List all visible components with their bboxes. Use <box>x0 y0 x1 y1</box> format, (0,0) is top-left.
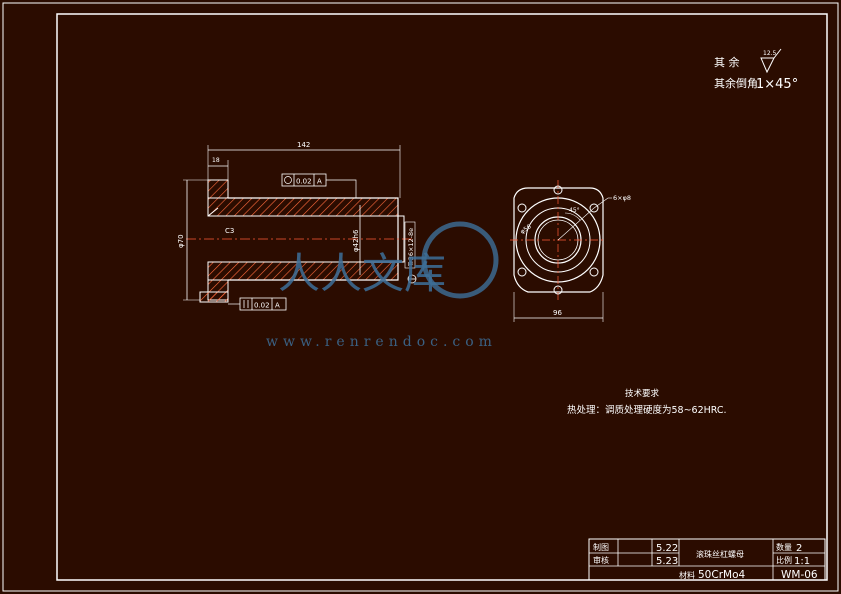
flange-outline <box>513 187 604 293</box>
dim-flange-width: 18 <box>212 157 220 164</box>
check-label: 审核 <box>593 555 609 565</box>
tolerance-top-datum: A <box>317 178 322 186</box>
watermark: 人人文库 www.renrendoc.com <box>266 221 499 350</box>
chamfer-label: C3 <box>225 227 234 235</box>
title-block: 制图 5.22 审核 5.23 滚珠丝杠螺母 数量 2 比例 1:1 材料 50… <box>588 538 826 581</box>
draw-date: 5.22 <box>656 543 678 554</box>
bolt-hole <box>553 285 563 295</box>
tech-title: 技术要求 <box>625 388 660 399</box>
scale-value: 1:1 <box>794 556 810 567</box>
bolt-hole <box>517 203 527 213</box>
watermark-logo-icon <box>421 221 499 299</box>
qty-value: 2 <box>796 543 802 554</box>
pcd-label: φ56 <box>519 223 533 235</box>
bolt-hole <box>589 267 599 277</box>
side-section-view: 142 18 φ70 φ42h6 Tr36×12-8e C3 0.02 A <box>177 141 417 311</box>
tolerance-frame-bottom: 0.02 A <box>228 297 287 311</box>
note-other-label: 其 余 <box>714 55 740 69</box>
draw-label: 制图 <box>593 542 609 552</box>
flange-base <box>199 291 229 303</box>
scale-label: 比例 <box>776 555 792 565</box>
tech-line: 热处理：调质处理硬度为58~62HRC. <box>567 404 727 416</box>
technical-requirements: 技术要求 热处理：调质处理硬度为58~62HRC. <box>567 388 727 416</box>
roughness-value: 12.5 <box>763 50 777 57</box>
dim-bore: φ42h6 <box>352 229 360 252</box>
tolerance-bottom-datum: A <box>275 302 280 310</box>
tolerance-top-value: 0.02 <box>296 178 312 186</box>
dim-outer-diameter: φ70 <box>177 234 185 248</box>
hole-callout: 6×φ8 <box>613 194 631 202</box>
concentricity-icon <box>284 176 292 184</box>
dim-width: 96 <box>553 309 562 317</box>
watermark-url: www.renrendoc.com <box>266 334 497 350</box>
tolerance-bottom-value: 0.02 <box>254 302 270 310</box>
dim-thread: Tr36×12-8e <box>407 228 415 267</box>
flange-top <box>207 179 229 199</box>
dim-overall-length: 142 <box>297 141 310 149</box>
note-chamfer-label: 其余倒角 <box>714 76 758 90</box>
note-chamfer-value: 1×45° <box>756 77 798 92</box>
qty-label: 数量 <box>776 542 792 552</box>
material-label: 材料 <box>679 570 695 580</box>
wall-top <box>207 197 399 217</box>
roughness-symbol-icon <box>760 48 782 74</box>
bolt-hole <box>589 203 599 213</box>
material-value: 50CrMo4 <box>698 569 745 581</box>
bolt-hole <box>517 267 527 277</box>
bolt-hole <box>553 185 563 195</box>
watermark-logo-text: 人人文库 <box>278 249 446 298</box>
part-name: 滚珠丝杠螺母 <box>696 549 744 559</box>
check-date: 5.23 <box>656 556 678 567</box>
general-notes: 其 余 12.5 其余倒角 1×45° <box>714 48 798 92</box>
angle-label: 45° <box>569 207 580 214</box>
inner-border <box>56 13 828 581</box>
drawing-number: WM-06 <box>781 569 818 581</box>
tolerance-frame-top: 0.02 A <box>281 173 357 198</box>
end-view: 6×φ8 45° φ56 96 <box>510 180 631 322</box>
